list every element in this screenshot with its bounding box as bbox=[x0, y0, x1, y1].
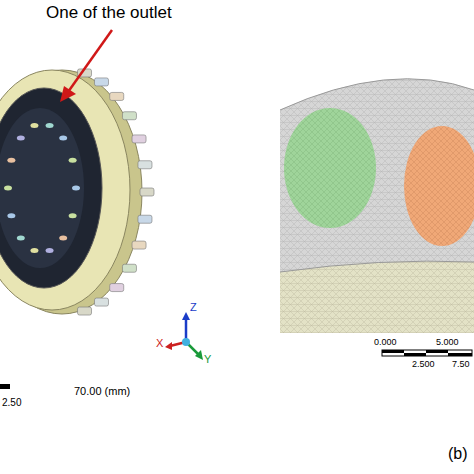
inlet-peg bbox=[59, 236, 67, 241]
scale-label: 70.00 (mm) bbox=[74, 386, 130, 397]
outlet-pipe bbox=[132, 241, 146, 249]
outlet-pipe bbox=[122, 264, 136, 272]
outlet-pipe bbox=[110, 92, 124, 100]
inlet-peg bbox=[7, 213, 15, 218]
axis-label: Y bbox=[204, 354, 211, 365]
panel-label: (b) bbox=[448, 446, 468, 462]
outlet-pipe bbox=[94, 78, 108, 86]
mesh-closeup bbox=[280, 55, 474, 333]
inlet-peg bbox=[72, 186, 80, 191]
inlet-peg bbox=[4, 186, 12, 191]
inlet-peg bbox=[17, 135, 25, 140]
outlet-pipe bbox=[94, 298, 108, 306]
outlet-pipe bbox=[140, 188, 154, 196]
inlet-peg bbox=[59, 135, 67, 140]
inlet-peg bbox=[30, 248, 38, 253]
scale-label: 5.000 bbox=[436, 338, 459, 347]
inlet-peg bbox=[69, 213, 77, 218]
disk-model bbox=[0, 70, 142, 314]
scale-label: 7.50 bbox=[452, 360, 470, 369]
outlet-pipe bbox=[78, 307, 92, 315]
outlet-pipe bbox=[138, 215, 152, 223]
outlet-pipes bbox=[78, 69, 154, 315]
outlet-pipe bbox=[122, 112, 136, 120]
inlet-peg bbox=[46, 248, 54, 253]
outlet-pipe bbox=[132, 135, 146, 143]
scale-bar bbox=[382, 350, 472, 356]
inlet-peg bbox=[30, 123, 38, 128]
scale-label: 2.500 bbox=[412, 360, 435, 369]
inlet-peg bbox=[46, 123, 54, 128]
outlet-pipe bbox=[138, 161, 152, 169]
axis-triad bbox=[165, 312, 203, 360]
axis-label: Z bbox=[190, 302, 197, 313]
arrow-head bbox=[60, 86, 76, 102]
inlet-peg bbox=[69, 158, 77, 163]
scale-label: 0.000 bbox=[374, 338, 397, 347]
scale-bar bbox=[0, 384, 10, 389]
pointer-arrow bbox=[68, 30, 112, 92]
callout-label: One of the outlet bbox=[46, 4, 172, 21]
inlet-peg bbox=[7, 158, 15, 163]
scale-label: 2.50 bbox=[2, 398, 21, 408]
axis-label: X bbox=[156, 338, 163, 349]
inlet-peg bbox=[17, 236, 25, 241]
outlet-pipe bbox=[110, 284, 124, 292]
